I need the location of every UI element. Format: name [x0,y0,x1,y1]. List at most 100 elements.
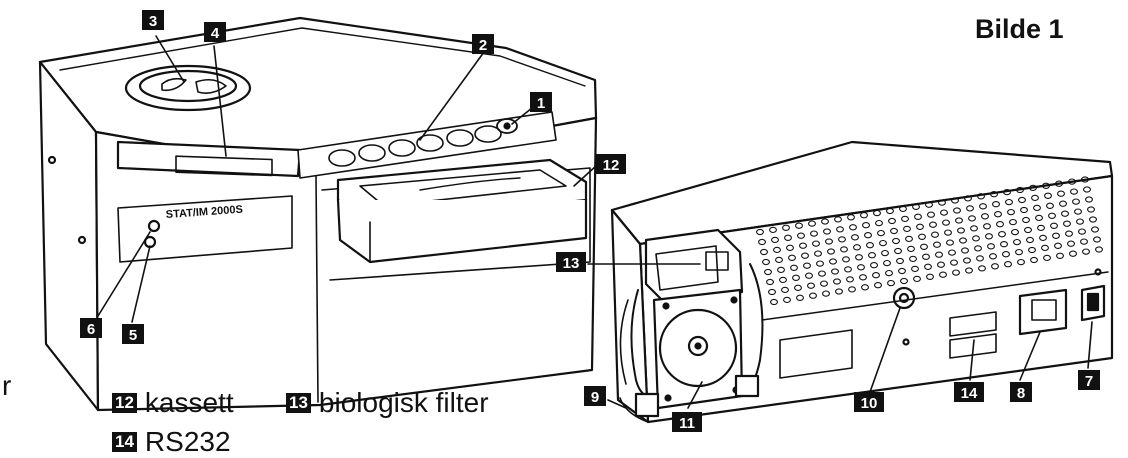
vent-hole [1080,238,1088,245]
vent-hole [756,228,764,236]
vent-hole [1026,236,1034,244]
vent-hole [783,296,791,304]
vent-hole [1048,212,1056,219]
vent-hole [1076,218,1084,225]
vent-hole [1011,228,1019,236]
vent-hole [816,260,824,267]
callout-12-text: 12 [603,157,620,174]
callout-10: 10 [854,392,884,412]
callout-10-text: 10 [861,395,878,412]
vent-hole [838,236,846,243]
vent-hole [1028,246,1036,254]
figure-title: Bilde 1 [975,14,1064,44]
vent-hole [853,244,861,251]
vent-hole [942,219,950,226]
vent-hole [814,250,822,257]
vent-hole [1015,248,1023,256]
vent-hole [1083,186,1091,193]
vent-hole [1046,202,1054,209]
vent-hole [840,246,848,253]
vent-hole [883,259,891,267]
callout-1: 1 [530,92,552,112]
vent-hole [795,222,803,229]
vent-hole [860,212,868,219]
vent-hole [992,201,1000,208]
vent-hole [807,282,815,289]
vent-hole [822,290,830,297]
vent-hole [978,265,986,272]
vent-hole [935,251,943,258]
vent-hole [890,227,898,235]
vent-hole [966,205,974,212]
vent-hole [809,292,817,299]
vent-hole [948,249,956,256]
vent-hole [1057,190,1065,197]
vent-hole [994,211,1002,218]
vent-hole [877,229,885,237]
vent-hole [855,254,863,261]
vent-hole [792,274,800,281]
vent-hole [874,282,882,289]
vent-hole [1054,242,1062,249]
vent-hole [810,230,818,237]
callout-2-text: 2 [479,37,487,54]
vent-hole [925,201,933,208]
vent-hole [970,225,978,232]
vent-hole [788,254,796,261]
vent-hole [1033,204,1041,212]
vent-hole [985,233,993,240]
callouts: 1 2 3 4 5 6 7 8 9 10 11 12 13 14 [80,10,1100,432]
vent-hole [1039,234,1047,242]
vent-hole [812,240,820,247]
vent-hole [764,268,772,276]
vent-hole [851,234,859,241]
vent-hole [938,199,946,206]
vent-hole [888,217,896,225]
vent-hole [831,268,839,275]
vent-hole [896,257,904,265]
vent-hole [758,238,766,246]
vent-hole [770,298,778,306]
vent-hole [1059,200,1067,207]
vent-hole [957,227,965,234]
vent-hole [1056,252,1064,259]
vent-hole [894,247,902,255]
vent-hole [961,247,969,254]
vent-hole [1035,214,1043,222]
vent-hole [768,288,776,296]
vent-hole [937,261,945,268]
callout-13-text: 13 [563,255,580,272]
callout-1-text: 1 [537,95,545,112]
vent-hole [977,193,985,200]
legend-text: kassett [144,387,234,418]
vent-hole [885,269,893,277]
vent-hole [901,215,909,223]
callout-12: 12 [596,154,626,174]
vent-hole [1013,238,1021,246]
vent-hole [870,262,878,269]
vent-hole [1041,244,1049,252]
vent-hole [1069,250,1077,257]
vent-hole [872,272,880,279]
vent-hole [965,267,973,274]
vent-hole [859,274,867,281]
vent-hole [1061,210,1069,217]
vent-hole [873,209,881,217]
vent-hole [784,234,792,241]
edge-text-fragment: r [2,370,12,401]
callout-13: 13 [556,252,586,272]
vent-hole [976,255,984,262]
vent-hole [950,259,958,266]
vent-hole [1068,178,1076,185]
vent-hole [1089,216,1097,223]
vent-hole [912,203,920,210]
callout-8: 8 [1010,382,1032,402]
callout-9: 9 [584,386,606,406]
vent-hole [998,231,1006,238]
vent-hole [939,271,947,278]
front-unit [38,16,598,412]
vent-hole [987,243,995,250]
vent-hole [1074,208,1082,215]
